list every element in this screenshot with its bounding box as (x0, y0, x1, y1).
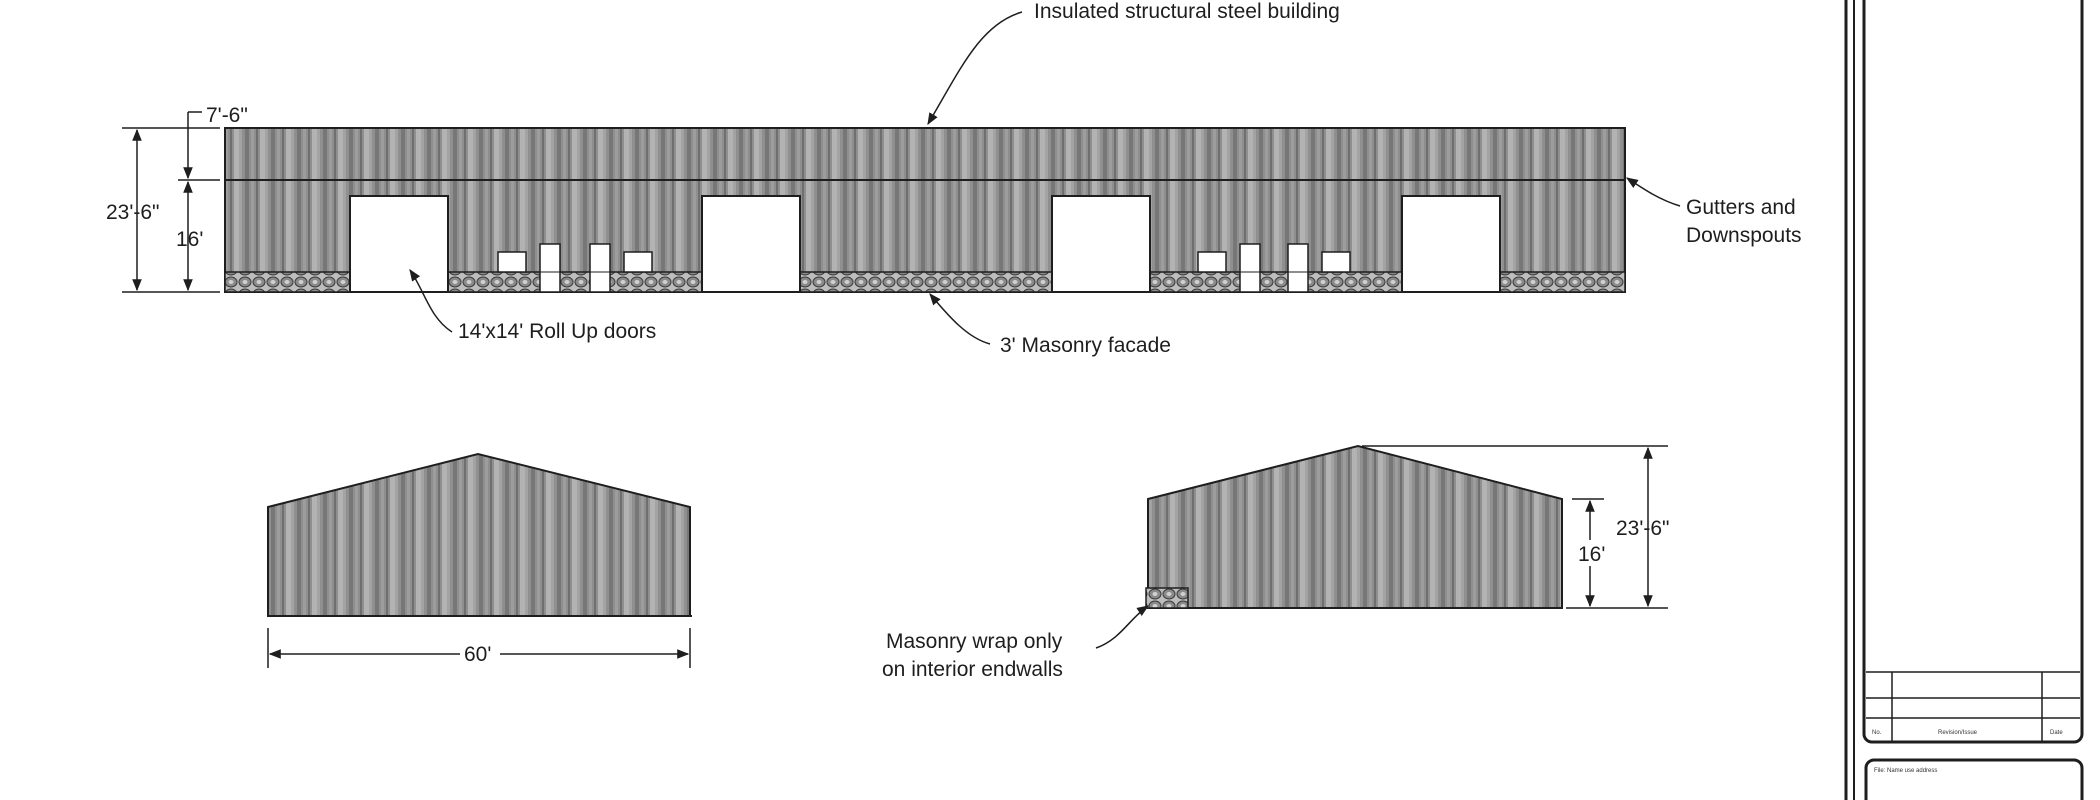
dim-front-wall-height: 16' (176, 228, 203, 251)
roll-up-door-1 (349, 195, 449, 293)
left-endwall (267, 452, 691, 617)
label-steel-building: Insulated structural steel building (1034, 0, 1340, 23)
dim-end-width: 60' (464, 643, 491, 666)
front-elevation (224, 127, 1626, 293)
label-masonry-wrap-line2: on interior endwalls (882, 658, 1063, 681)
right-end-elevation (1145, 444, 1563, 609)
man-door (589, 243, 611, 293)
title-block-frame (1862, 0, 2084, 744)
dim-end-wall-height: 16' (1578, 543, 1605, 566)
title-col-revision: Revision/Issue (1938, 730, 1978, 736)
roll-up-door-2 (701, 195, 801, 293)
label-masonry-facade: 3' Masonry facade (1000, 334, 1171, 357)
sheet-border (1844, 0, 2084, 800)
file-info-box (1864, 758, 2084, 800)
window (497, 251, 527, 273)
front-leaders (409, 11, 1681, 345)
masonry-base (224, 271, 1626, 293)
label-roll-up-doors: 14'x14' Roll Up doors (458, 320, 656, 343)
dim-end-total-height: 23'-6" (1616, 517, 1670, 540)
left-end-elevation (267, 452, 692, 617)
front-roof-band (224, 127, 1626, 181)
man-door (1287, 243, 1309, 293)
masonry-wrap (1145, 587, 1189, 609)
roll-up-door-3 (1051, 195, 1151, 293)
label-masonry-wrap-line1: Masonry wrap only (886, 630, 1063, 653)
window (623, 251, 653, 273)
man-door (539, 243, 561, 293)
window (1321, 251, 1351, 273)
title-file-note: File: Name use address (1874, 768, 1937, 774)
dim-front-total-height: 23'-6" (106, 201, 160, 224)
front-dimensions (122, 111, 220, 293)
right-endwall (1147, 444, 1563, 609)
roll-up-door-4 (1401, 195, 1501, 293)
label-gutters-line2: Downspouts (1686, 224, 1802, 247)
title-col-date: Date (2050, 730, 2063, 736)
man-door (1239, 243, 1261, 293)
right-end-dimensions (1362, 445, 1668, 609)
dim-front-roof-height: 7'-6" (206, 104, 248, 127)
left-end-dimensions (267, 628, 691, 668)
window (1197, 251, 1227, 273)
title-col-no: No. (1872, 730, 1882, 736)
label-gutters-line1: Gutters and (1686, 196, 1796, 219)
masonry-wrap-leader (1095, 605, 1149, 649)
